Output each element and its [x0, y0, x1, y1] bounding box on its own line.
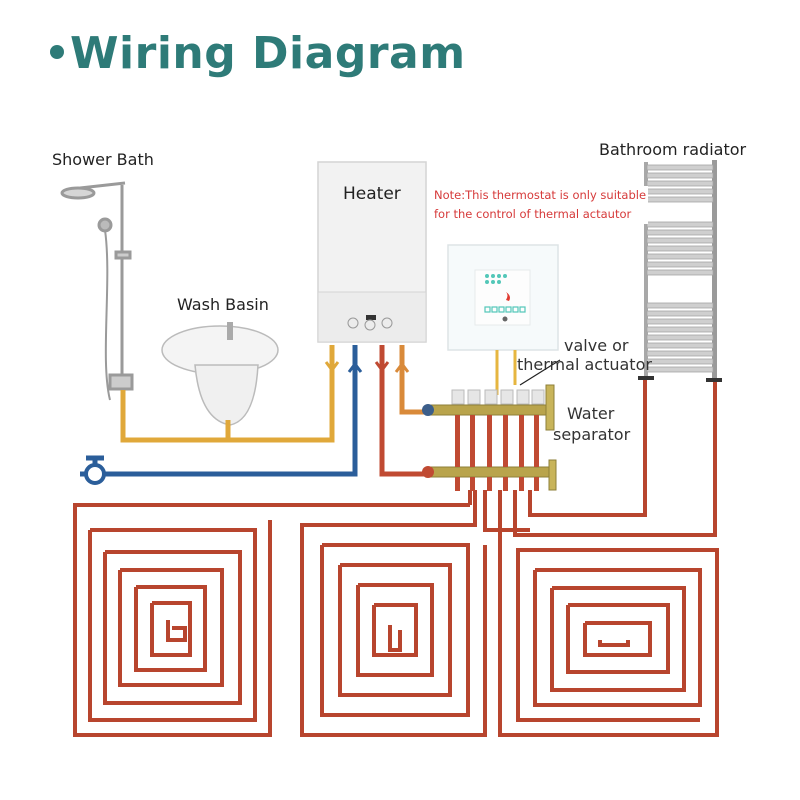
radiator-pipes — [528, 380, 647, 517]
floor-heating-loop-1 — [73, 503, 470, 737]
valve-handle-icon — [422, 404, 434, 416]
separator-label-line1: Water — [567, 404, 615, 423]
shower-bath — [60, 181, 134, 420]
cold-water-valve-icon — [84, 463, 106, 485]
actuator-label: thermal actuator — [517, 355, 652, 374]
hot-water-supply-pipe — [120, 345, 335, 443]
heater-label: Heater — [343, 184, 401, 204]
arrow-up-icon — [347, 361, 363, 373]
thermostat — [447, 244, 559, 351]
thermostat-note: Note:This thermostat is only suitable fo… — [432, 186, 649, 224]
basin-label: Wash Basin — [177, 295, 269, 314]
flame-icon — [506, 292, 510, 301]
actuator-leader-line — [519, 359, 561, 386]
title-bullet-icon — [50, 45, 64, 59]
separator-label-line2: separator — [553, 425, 631, 444]
note-line-2: for the control of thermal actautor — [434, 207, 632, 221]
radiator-label: Bathroom radiator — [599, 140, 747, 159]
heating-flow-pipe — [379, 345, 430, 477]
heating-return-pipe — [399, 345, 430, 415]
water-separator — [422, 384, 557, 491]
arrow-down-icon — [374, 361, 390, 373]
shower-label: Shower Bath — [52, 150, 154, 169]
settings-icon — [502, 316, 508, 322]
valve-handle-icon — [422, 466, 434, 478]
heater — [317, 161, 427, 343]
floor-heating-loop-2 — [300, 490, 487, 737]
page-title: Wiring Diagram — [50, 28, 466, 79]
flow-arrows — [324, 361, 410, 373]
arrow-up-icon — [394, 361, 410, 373]
valve-label: valve or — [564, 336, 629, 355]
bathroom-radiator — [638, 160, 722, 382]
arrow-down-icon — [324, 361, 340, 373]
note-line-1: Note:This thermostat is only suitable — [434, 188, 647, 202]
actuator-wires — [495, 350, 517, 395]
floor-heating-loop-3 — [483, 380, 719, 737]
wash-basin — [161, 322, 279, 426]
